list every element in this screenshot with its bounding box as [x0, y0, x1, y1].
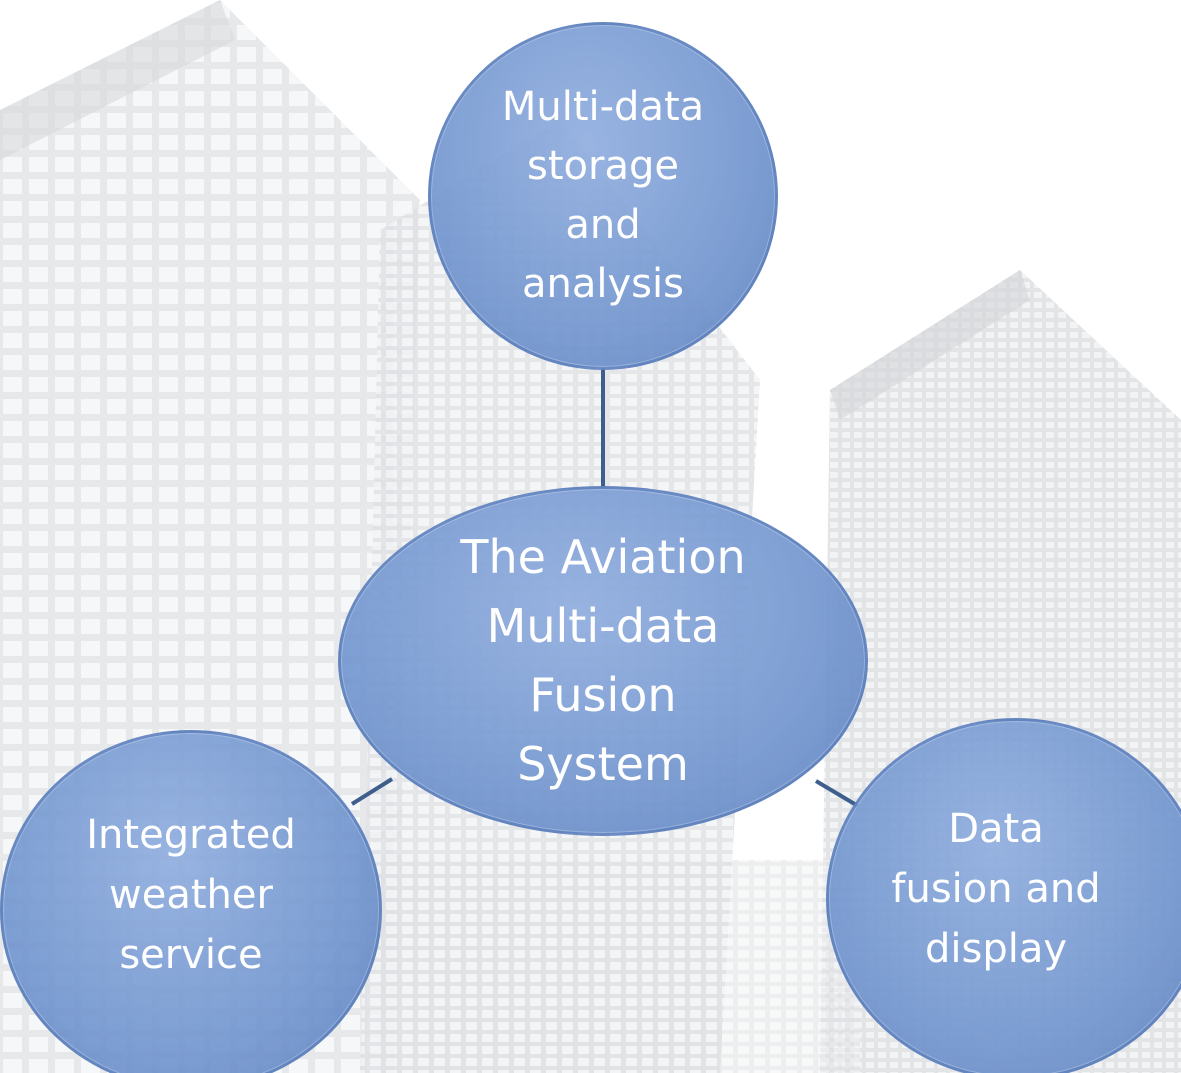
node-aviation-fusion-system: The Aviation Multi-data Fusion System	[338, 486, 868, 836]
connector-left	[350, 777, 394, 806]
node-right-label: Data fusion and display	[891, 806, 1101, 972]
node-top-label: Multi-data storage and analysis	[501, 84, 705, 307]
connector-right	[814, 779, 860, 808]
node-left-label: Integrated weather service	[86, 812, 296, 978]
node-data-fusion-display: Data fusion and display	[826, 718, 1181, 1073]
node-integrated-weather: Integrated weather service	[0, 730, 382, 1073]
node-multi-data-storage: Multi-data storage and analysis	[428, 22, 778, 370]
node-center-label: The Aviation Multi-data Fusion System	[460, 530, 746, 791]
